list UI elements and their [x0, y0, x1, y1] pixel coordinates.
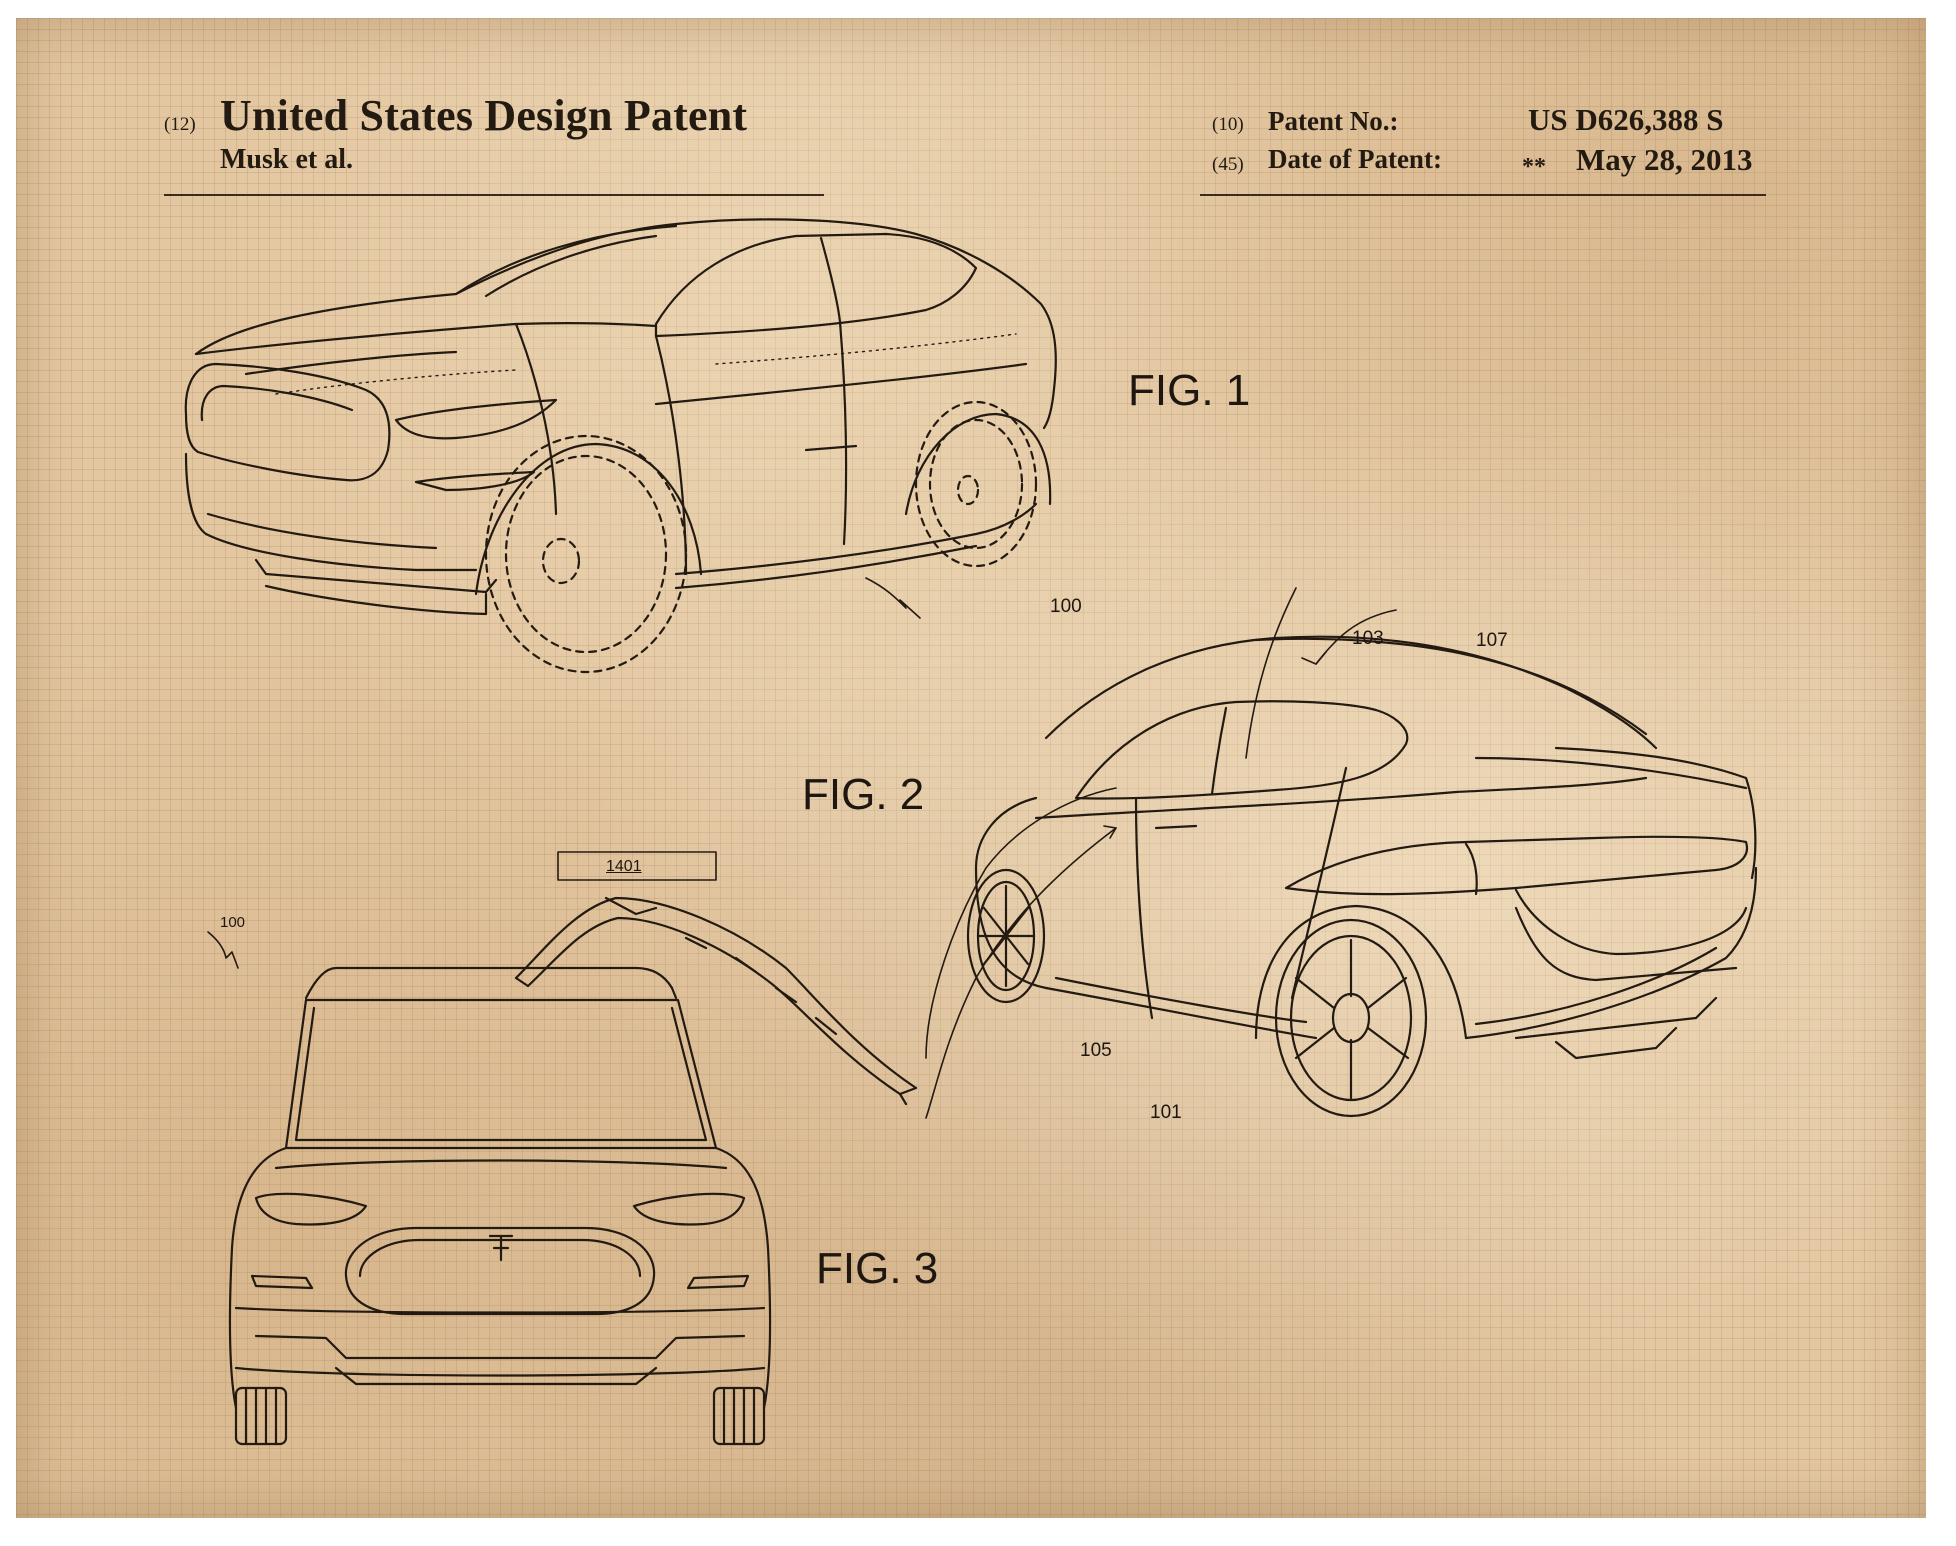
ref-107: 107: [1476, 630, 1508, 651]
patent-no-label: Patent No.:: [1268, 106, 1399, 136]
header-rule-left: [164, 194, 824, 196]
inid-code-45: (45): [1212, 154, 1244, 175]
patent-sheet: (12) United States Design Patent Musk et…: [16, 18, 1926, 1518]
ref-103: 103: [1352, 628, 1384, 649]
ref-105: 105: [1080, 1040, 1112, 1061]
fig3-car-front-view-drawing: [216, 868, 936, 1448]
patent-date: May 28, 2013: [1576, 142, 1753, 177]
date-label: Date of Patent:: [1268, 144, 1442, 174]
ref-101: 101: [1150, 1102, 1182, 1123]
patent-title: United States Design Patent: [220, 91, 748, 140]
ref-100-fig2: 100: [1050, 596, 1082, 617]
fig1-label: FIG. 1: [1128, 366, 1251, 415]
fig3-label: FIG. 3: [816, 1244, 939, 1293]
inventor-name: Musk et al.: [220, 144, 353, 175]
header-rule-right: [1200, 194, 1766, 196]
fig2-car-rear-three-quarter-drawing: [956, 618, 1836, 1118]
patent-number: US D626,388 S: [1528, 102, 1724, 137]
inid-code-12: (12): [164, 114, 196, 135]
fig2-label: FIG. 2: [802, 770, 925, 819]
ref-1401: 1401: [606, 858, 642, 875]
ref-100-fig3: 100: [220, 914, 246, 931]
fig1-car-front-three-quarter-drawing: [156, 214, 1086, 654]
date-marker: **: [1522, 154, 1546, 180]
inid-code-10: (10): [1212, 114, 1244, 135]
